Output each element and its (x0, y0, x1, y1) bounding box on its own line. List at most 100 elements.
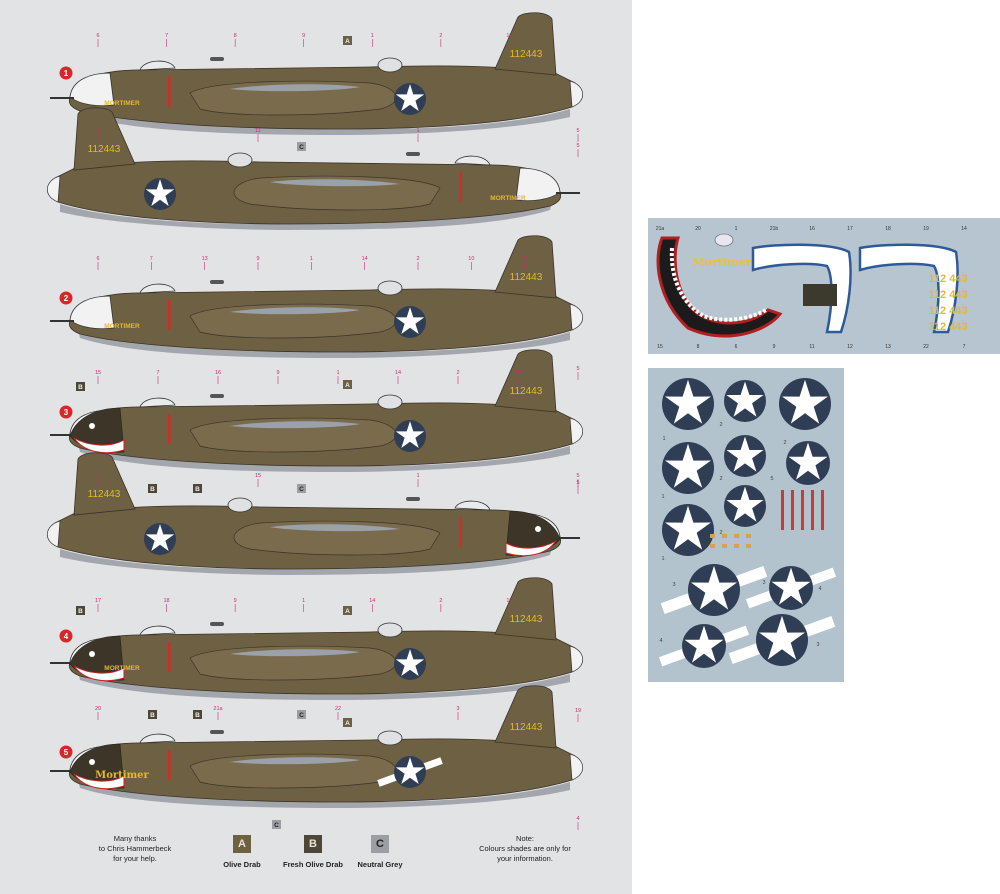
decal-insignia-number: 3 (816, 642, 819, 648)
dorsal-turret (227, 497, 253, 513)
callout-number: 15 (95, 370, 101, 376)
cockpit-canopy (139, 60, 176, 71)
stencil-panel-decal (803, 284, 837, 306)
decal-item-number: 13 (885, 344, 891, 350)
callout-number: 1 (416, 128, 419, 134)
insignia-bars-decal (745, 566, 837, 610)
callout-number: 7 (165, 33, 168, 39)
decal-item-number: 15 (657, 344, 663, 350)
callout-number: 1 (336, 370, 339, 376)
swatch-c-label: Neutral Grey (357, 860, 403, 869)
insignia-star (665, 443, 711, 488)
serial-wrap: 112443 (88, 489, 121, 500)
tail-fin (494, 12, 557, 76)
colour-key-box (343, 36, 352, 45)
insignia-star (759, 615, 805, 660)
insignia-star (395, 421, 425, 448)
serial-wrap: 112443 (510, 722, 543, 733)
callout-number: 3 (456, 706, 459, 712)
colour-key-letter: B (150, 486, 155, 493)
dorsal-turret (377, 730, 403, 746)
callout-number: 14 (362, 256, 368, 262)
fuselage-star (394, 306, 426, 338)
insignia-wrap (144, 523, 176, 555)
nacelle-highlight (270, 524, 400, 532)
aircraft-profiles: 112443MORTIMER112443MORTIMER112443MORTIM… (47, 12, 583, 830)
callout-number: 1 (302, 598, 305, 604)
small-stencil-decal (734, 534, 739, 538)
fuselage-star (144, 178, 176, 210)
decal-item-number: 18 (885, 226, 891, 232)
glass-nose (69, 72, 115, 107)
decal-insignia-number: 2 (719, 476, 722, 482)
shark-eye (89, 651, 95, 657)
red-marker (168, 642, 171, 672)
shark-teeth (73, 773, 125, 790)
colour-key-box (76, 382, 85, 391)
insignia-star (684, 625, 724, 663)
callout-number: 11 (255, 128, 261, 134)
red-stripe-decal (811, 490, 814, 530)
insignia-decal (786, 441, 830, 485)
nose-gun (50, 320, 74, 322)
decal-item-number: 8 (697, 344, 700, 350)
colour-key-box (193, 484, 202, 493)
tail-cone (47, 175, 61, 203)
serial-decal: 112 443 (928, 289, 967, 301)
insignia-decal (662, 442, 714, 494)
serial-wrap: 112443 (510, 272, 543, 283)
callout-number: 5 (576, 366, 579, 372)
callout-number: 9 (276, 370, 279, 376)
fuselage-belly (78, 330, 570, 358)
colour-key-letter: A (345, 720, 350, 727)
shark-eye (535, 526, 541, 532)
callout-number: 7 (150, 256, 153, 262)
decal-insignia-number: 4 (818, 586, 821, 592)
tail-serial: 112443 (88, 489, 121, 500)
tail-cone (569, 80, 583, 108)
insignia-wrap (144, 178, 176, 210)
name-wrap: MORTIMER (490, 195, 526, 202)
insignia-star (395, 649, 425, 676)
decal-item-number: 12 (847, 344, 853, 350)
cockpit-canopy (454, 155, 491, 166)
callout-number: 2 (416, 256, 419, 262)
colour-note: Note: Colours shades are only for your i… (450, 834, 600, 864)
decal-insignia-number: 1 (661, 556, 664, 562)
colour-key-box (297, 484, 306, 493)
decal-item-number: 16 (809, 226, 815, 232)
insignia-decal (779, 378, 831, 430)
callout-number: 1 (310, 256, 313, 262)
nose-gun (50, 770, 74, 772)
callout-number: 8 (234, 33, 237, 39)
colour-key-box (297, 710, 306, 719)
insignia-star (145, 524, 175, 551)
thanks-note: Many thanks to Chris Hammerbeck for your… (80, 834, 190, 864)
small-stencil-decal (734, 544, 739, 548)
colour-key-box (343, 606, 352, 615)
colour-key-letter: C (274, 822, 279, 829)
thanks-line-1: Many thanks (113, 834, 157, 843)
eye-decal (714, 233, 734, 247)
nacelle-highlight (230, 649, 360, 657)
antenna-mast (210, 280, 224, 284)
insignia-star (771, 567, 811, 605)
red-stripe-decal (791, 490, 794, 530)
callout-number: 13 (202, 256, 208, 262)
cockpit-canopy (139, 283, 176, 294)
tail-cone (569, 645, 583, 673)
colour-key-letter: B (78, 384, 83, 391)
callout-number: 7 (156, 370, 159, 376)
decal-insignia-number: 2 (719, 422, 722, 428)
note-line-2: Colours shades are only for (479, 844, 571, 853)
dorsal-turret (377, 280, 403, 296)
small-stencil-decal (722, 544, 727, 548)
colour-key-letter: C (299, 712, 304, 719)
callout-number: 2 (96, 128, 99, 134)
callout-number: 2 (439, 598, 442, 604)
callout-number: 19 (575, 708, 581, 714)
decal-insignia-number: 1 (661, 494, 664, 500)
profile-number: 2 (64, 294, 69, 303)
